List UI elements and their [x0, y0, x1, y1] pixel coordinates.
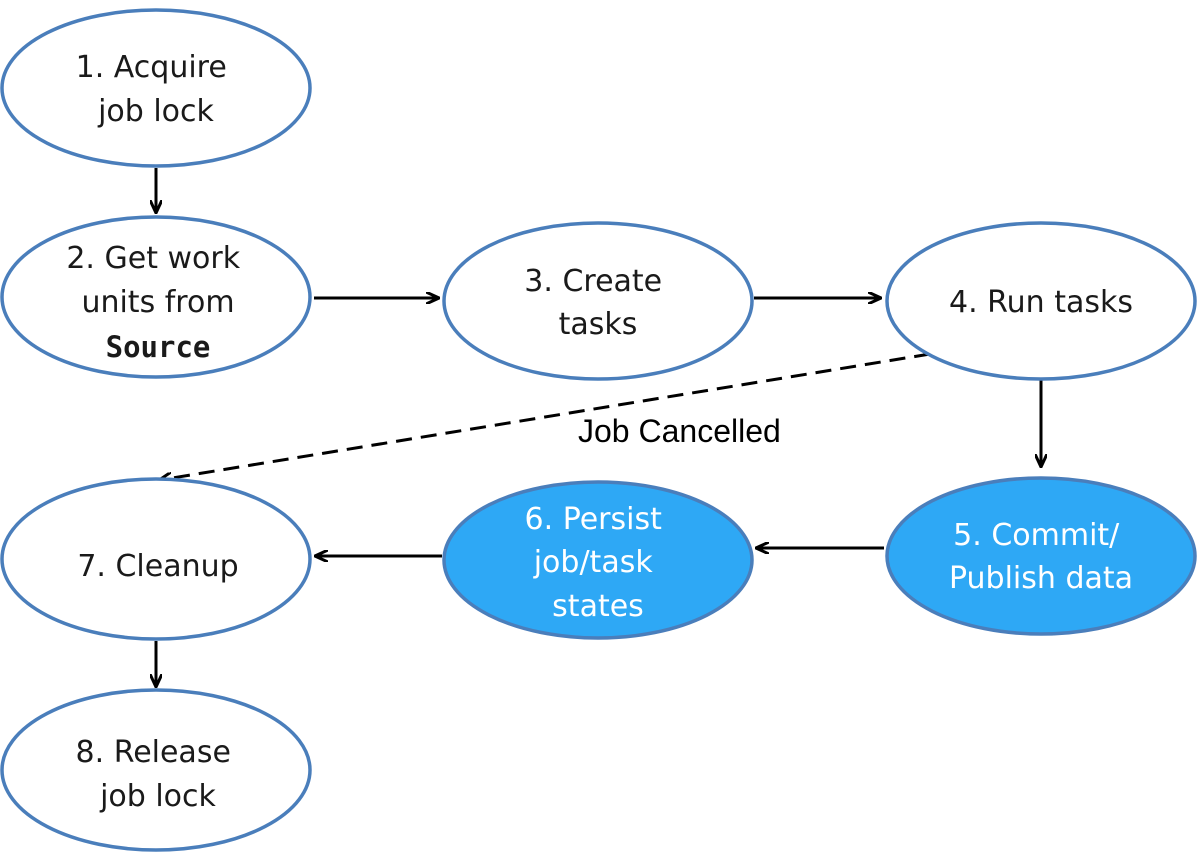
svg-text:4. Run tasks: 4. Run tasks: [949, 285, 1133, 320]
node-persist-job-task-states: 6. Persist job/task states: [442, 480, 754, 640]
node-8-line-1: 8. Release: [76, 735, 231, 770]
node-release-job-lock: 8. Release job lock: [0, 688, 312, 852]
node-3-line-2: tasks: [559, 307, 638, 342]
node-5-line-2: Publish data: [949, 561, 1133, 596]
node-acquire-job-lock: 1. Acquire job lock: [0, 8, 312, 168]
node-6-line-1: 6. Persist: [525, 502, 663, 537]
node-5-line-1: 5. Commit/: [953, 518, 1120, 553]
node-6-line-3: states: [552, 589, 644, 624]
svg-text:3. Create tasks: 3. Create tasks: [524, 264, 671, 342]
node-2-code-source: Source: [106, 330, 211, 364]
node-2-line-2: units from: [81, 285, 234, 320]
node-run-tasks: 4. Run tasks: [885, 221, 1197, 381]
node-1-line-2: job lock: [97, 94, 214, 129]
node-6-line-2: job/task: [533, 545, 654, 580]
node-1-line-1: 1. Acquire: [76, 50, 227, 85]
node-get-work-units: 2. Get work units from Source: [0, 215, 312, 379]
svg-text:1. Acquire job lock: 1. Acquire job lock: [76, 50, 237, 129]
node-cleanup: 7. Cleanup: [0, 477, 312, 641]
node-create-tasks: 3. Create tasks: [442, 221, 754, 381]
svg-text:7. Cleanup: 7. Cleanup: [77, 549, 238, 584]
node-4-line-1: 4. Run tasks: [949, 285, 1133, 320]
node-commit-publish-data: 5. Commit/ Publish data: [885, 476, 1197, 636]
edge-4-to-7-cancelled: [160, 352, 931, 480]
node-2-line-1: 2. Get work: [66, 241, 240, 276]
node-3-line-1: 3. Create: [524, 264, 662, 299]
svg-text:8. Release job lock: 8. Release job lock: [76, 735, 241, 814]
svg-text:5. Commit/ Publish data: 5. Commit/ Publish data: [949, 518, 1133, 596]
job-cancelled-label: Job Cancelled: [578, 413, 781, 449]
node-7-line-1: 7. Cleanup: [77, 549, 238, 584]
node-8-line-2: job lock: [99, 779, 216, 814]
svg-text:2. Get work units from: 2. Get work units from: [66, 241, 249, 320]
svg-text:6. Persist job/task: 6. Persist job/task states: [525, 502, 672, 624]
